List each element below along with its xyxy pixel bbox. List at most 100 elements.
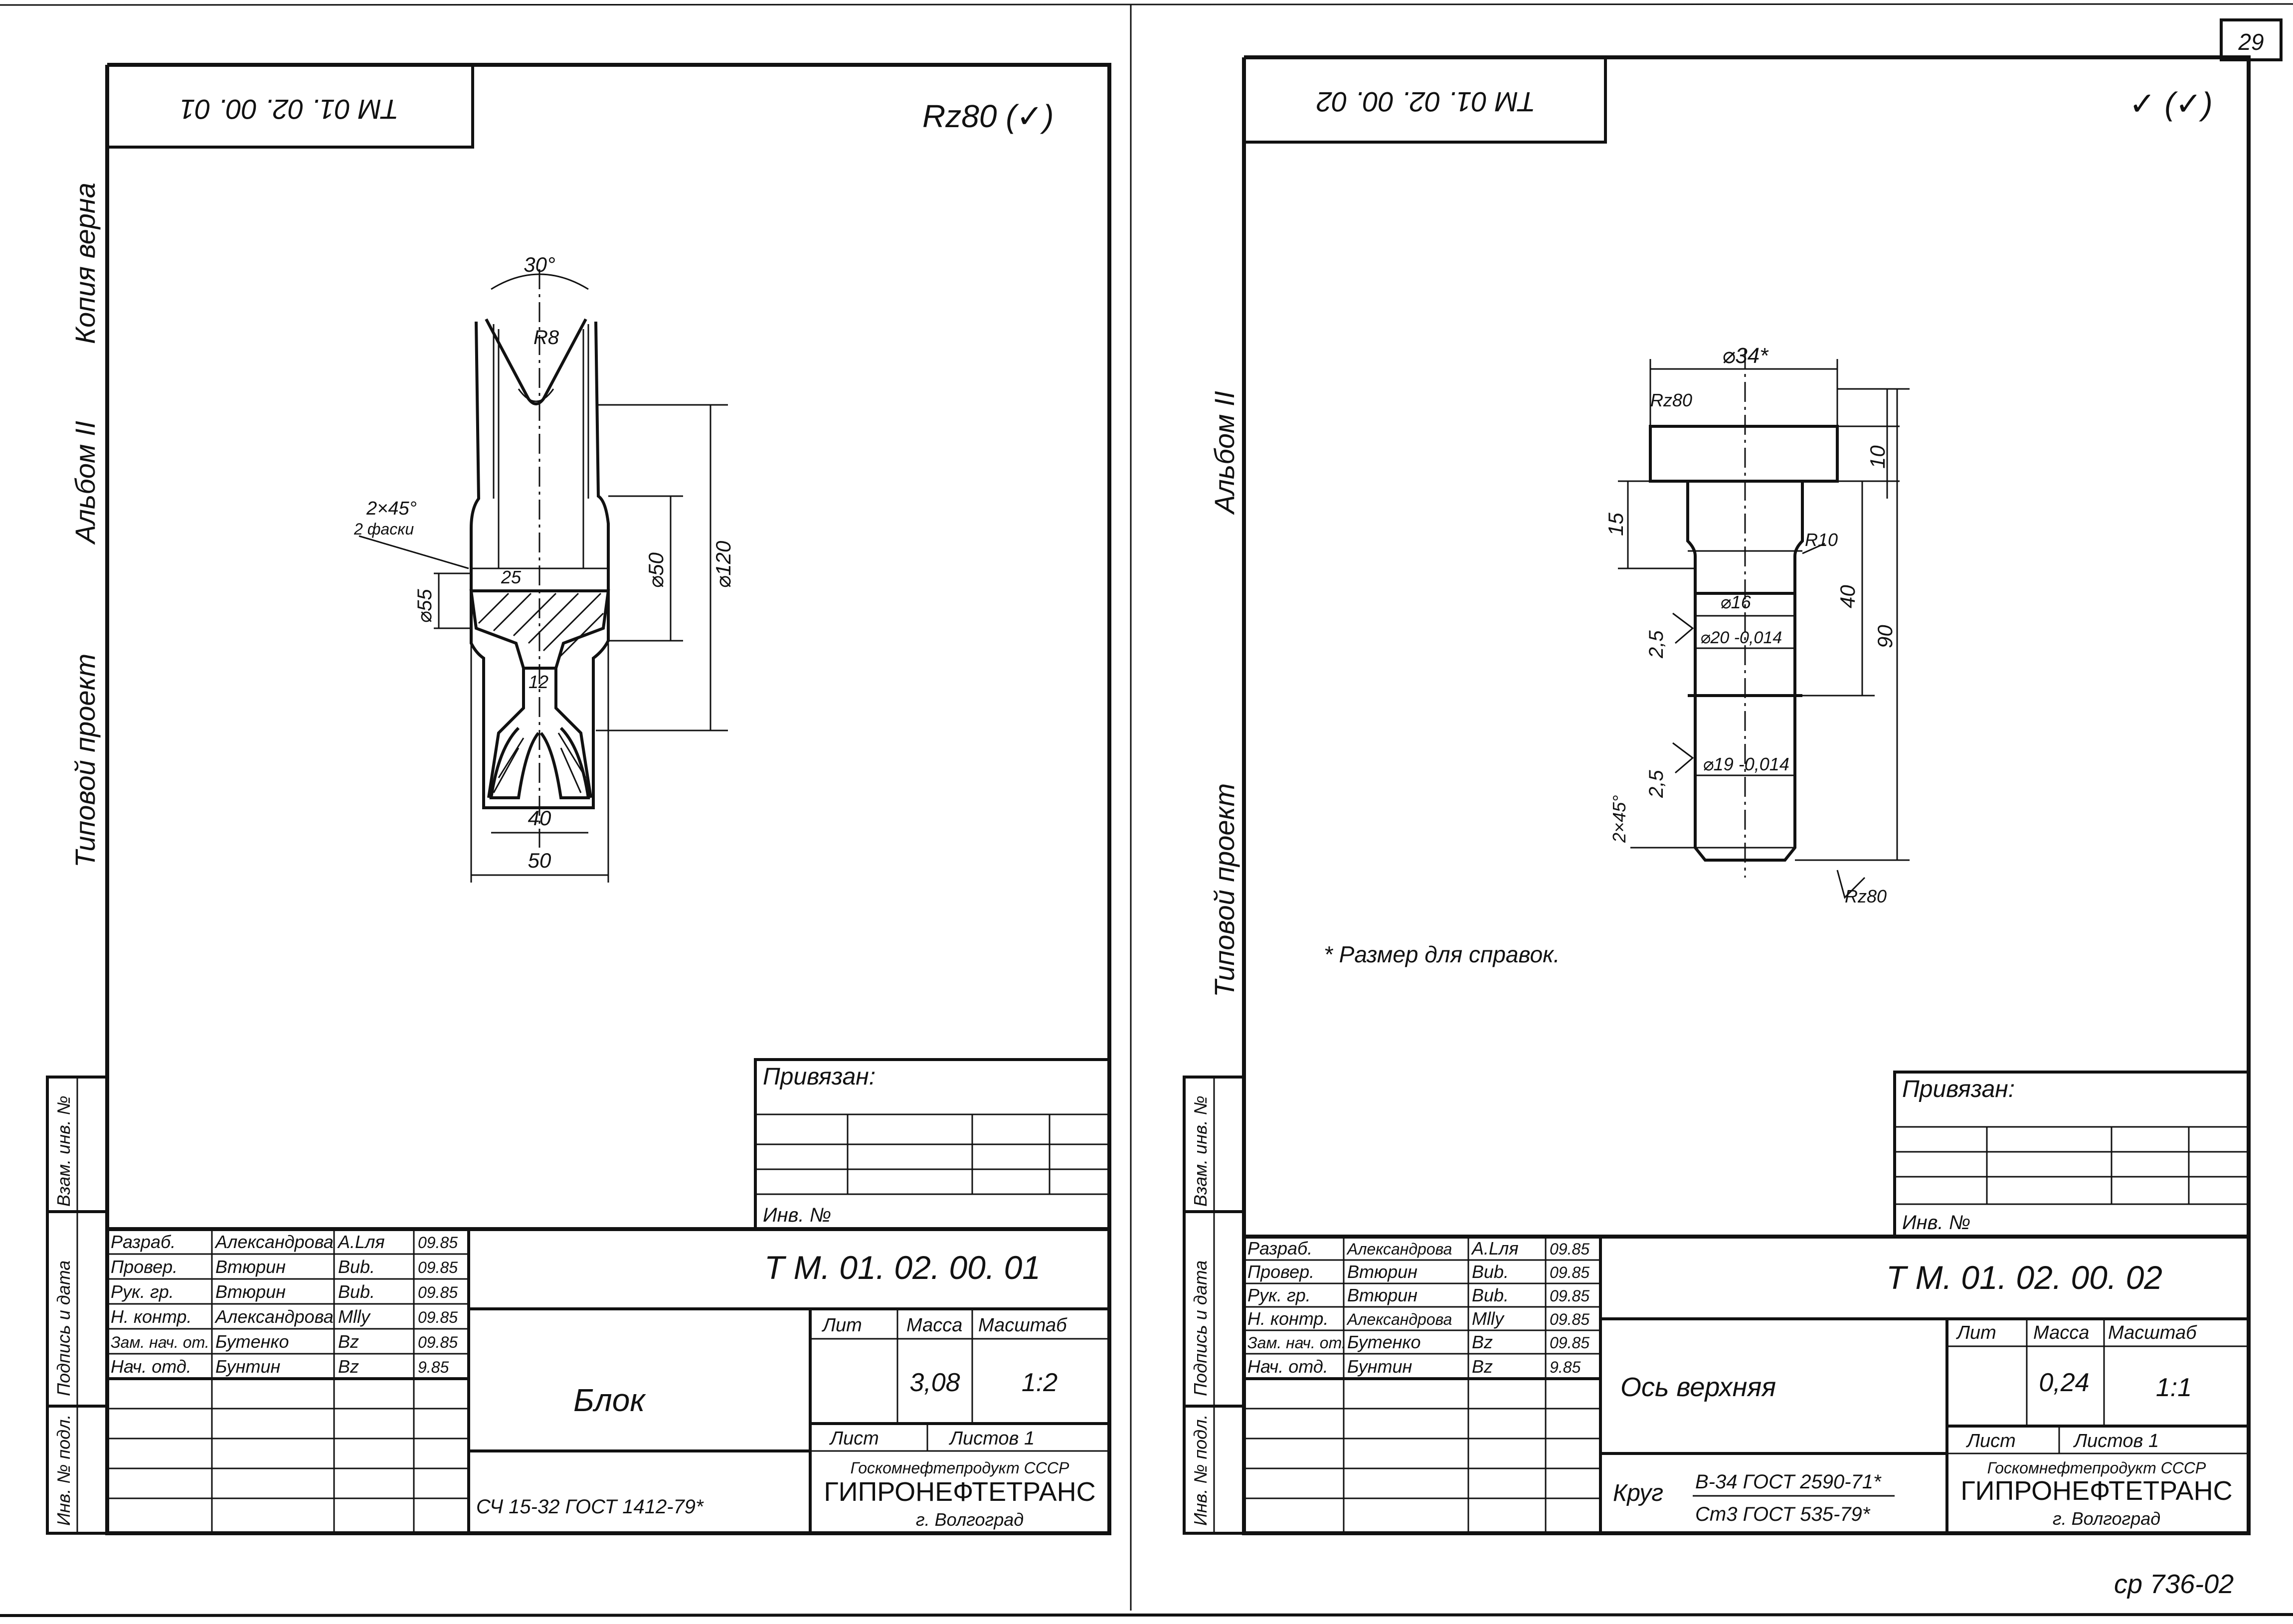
left-staff-name-5: Бунтин [215, 1356, 280, 1377]
left-org-city: г. Волгоград [916, 1509, 1024, 1530]
left-staff-role-5: Нач. отд. [111, 1356, 191, 1377]
bottom-code: ср 736-02 [2114, 1569, 2234, 1599]
right-dim-r10: R10 [1805, 530, 1838, 550]
left-code-stamp: ТМ 01. 02. 00. 01 [179, 94, 399, 125]
right-linked-label: Привязан: [1902, 1076, 2015, 1102]
right-org-top: Госкомнефтепродукт СССР [1987, 1459, 2206, 1477]
right-scale-label: Масштаб [2108, 1322, 2197, 1343]
left-staff-date-0: 09.85 [418, 1234, 458, 1252]
right-staff-date-1: 09.85 [1550, 1263, 1589, 1281]
right-staff-role-1: Провер. [1247, 1262, 1314, 1282]
left-staff-sign-1: Bub. [338, 1257, 375, 1277]
right-dim-d34: ⌀34* [1722, 344, 1769, 368]
right-title-block [1242, 1235, 2251, 1535]
left-dim-angle: 30° [524, 253, 555, 276]
left-sheets-label: Листов 1 [948, 1428, 1035, 1449]
left-part-name: Блок [573, 1382, 646, 1418]
left-staff-name-1: Втюрин [215, 1257, 286, 1277]
left-staff-role-1: Провер. [111, 1257, 177, 1277]
right-mass-label: Масса [2033, 1322, 2089, 1343]
left-staff-date-4: 09.85 [418, 1333, 458, 1351]
left-side-label-zam: Взам. инв. № [53, 1095, 74, 1207]
right-part-drawing: ⌀34* Rz80 10 15 R10 ⌀16 ⌀20 -0,014 40 [1604, 344, 1910, 906]
left-scale-value: 1:2 [1022, 1368, 1058, 1397]
right-typical-project-label: Типовой проект [1209, 783, 1240, 997]
left-staff-role-4: Зам. нач. от. [111, 1333, 209, 1351]
left-side-label-sign: Подпись и дата [53, 1261, 74, 1396]
right-staff-role-3: Н. контр. [1247, 1308, 1328, 1329]
left-dim-d55: ⌀55 [414, 589, 436, 623]
right-staff-name-1: Втюрин [1347, 1262, 1417, 1282]
right-staff-sign-4: Bz [1472, 1332, 1493, 1352]
left-staff-name-0: Александрова [214, 1232, 334, 1252]
left-code-stamp-box [107, 65, 474, 149]
right-staff-name-4: Бутенко [1347, 1332, 1420, 1352]
left-part-drawing: 30° R8 ⌀120 ⌀50 ⌀55 2×45° 2 фаски 25 12 [353, 253, 735, 883]
right-dim-chamfer: 2×45° [1609, 795, 1629, 843]
right-org-city: г. Волгоград [2053, 1508, 2160, 1529]
right-dim-h40: 40 [1836, 585, 1859, 608]
right-material-bottom: Ст3 ГОСТ 535-79* [1695, 1503, 1871, 1525]
right-staff-role-5: Нач. отд. [1247, 1356, 1328, 1377]
left-dim-r8: R8 [533, 327, 559, 349]
right-title-code: Т М. 01. 02. 00. 02 [1886, 1259, 2162, 1296]
left-sheet: ТМ 01. 02. 00. 01 Rz80 (✓) Типовой проек… [46, 63, 1111, 1535]
right-sheet: ТМ 01. 02. 00. 02 ✓ (✓) Типовой проект А… [1183, 55, 2251, 1535]
right-dim-rz80-top: Rz80 [1650, 390, 1692, 410]
right-dim-h10: 10 [1866, 445, 1889, 469]
left-title-block [105, 1227, 1111, 1535]
right-staff-sign-0: A.Lля [1471, 1238, 1519, 1259]
left-staff-date-1: 09.85 [418, 1259, 458, 1276]
right-dim-h90: 90 [1873, 625, 1897, 648]
left-staff-sign-4: Bz [338, 1331, 359, 1352]
right-inv-label: Инв. № [1902, 1212, 1970, 1234]
right-org-main: ГИПРОНЕФТЕТРАНС [1960, 1476, 2232, 1506]
left-staff-role-2: Рук. гр. [111, 1281, 174, 1302]
left-title-code: Т М. 01. 02. 00. 01 [764, 1249, 1041, 1286]
left-dim-d120: ⌀120 [711, 541, 735, 588]
left-staff-role-0: Разраб. [111, 1232, 176, 1252]
right-note: * Размер для справок. [1324, 941, 1560, 967]
left-material: СЧ 15-32 ГОСТ 1412-79* [476, 1496, 704, 1518]
left-side-label-inv: Инв. № подл. [53, 1415, 74, 1526]
left-staff-date-5: 9.85 [418, 1358, 449, 1376]
right-dim-ra25b: 2,5 [1645, 770, 1667, 798]
left-staff-sign-5: Bz [338, 1356, 359, 1377]
left-staff-sign-2: Bub. [338, 1281, 375, 1302]
left-staff-sign-3: Mlly [338, 1306, 371, 1327]
right-side-label-sign: Подпись и дата [1190, 1261, 1211, 1396]
right-part-name: Ось верхняя [1620, 1372, 1776, 1402]
right-album-label: Альбом II [1209, 391, 1240, 515]
left-staff-role-3: Н. контр. [111, 1306, 191, 1327]
left-dim-w40: 40 [528, 806, 551, 830]
right-code-stamp-box [1244, 57, 1607, 144]
left-dim-12: 12 [529, 672, 548, 692]
left-staff-date-3: 09.85 [418, 1308, 458, 1326]
left-inv-label: Инв. № [763, 1204, 831, 1226]
right-dim-ra25a: 2,5 [1645, 630, 1667, 659]
left-dim-chamfer-note: 2 фаски [353, 520, 414, 538]
page-number-box [2220, 18, 2283, 61]
right-staff-name-0: Александрова [1346, 1240, 1452, 1258]
right-staff-date-0: 09.85 [1550, 1240, 1589, 1258]
right-material-top: В-34 ГОСТ 2590-71* [1695, 1471, 1882, 1493]
right-material-prefix: Круг [1613, 1480, 1663, 1506]
right-staff-date-3: 09.85 [1550, 1310, 1589, 1328]
page-number: 29 [2238, 29, 2264, 55]
left-mass-value: 3,08 [909, 1368, 960, 1397]
right-code-stamp: ТМ 01. 02. 00. 02 [1316, 86, 1536, 118]
left-dim-d50: ⌀50 [644, 552, 668, 588]
left-roughness-mark: Rz80 (✓) [922, 98, 1054, 134]
left-copy-true-label: Копия верна [69, 182, 101, 344]
left-sheet-label: Лист [829, 1428, 879, 1449]
right-staff-date-5: 9.85 [1550, 1358, 1581, 1376]
right-mass-value: 0,24 [2039, 1368, 2089, 1397]
left-org-top: Госкомнефтепродукт СССР [851, 1459, 1069, 1477]
left-staff-name-4: Бутенко [215, 1331, 289, 1352]
left-staff-sign-0: A.Lля [337, 1232, 385, 1252]
right-staff-sign-1: Bub. [1472, 1262, 1509, 1282]
left-typical-project-label: Типовой проект [69, 654, 101, 868]
bottom-edge [0, 1613, 2293, 1617]
right-side-label-inv: Инв. № подл. [1190, 1415, 1211, 1526]
